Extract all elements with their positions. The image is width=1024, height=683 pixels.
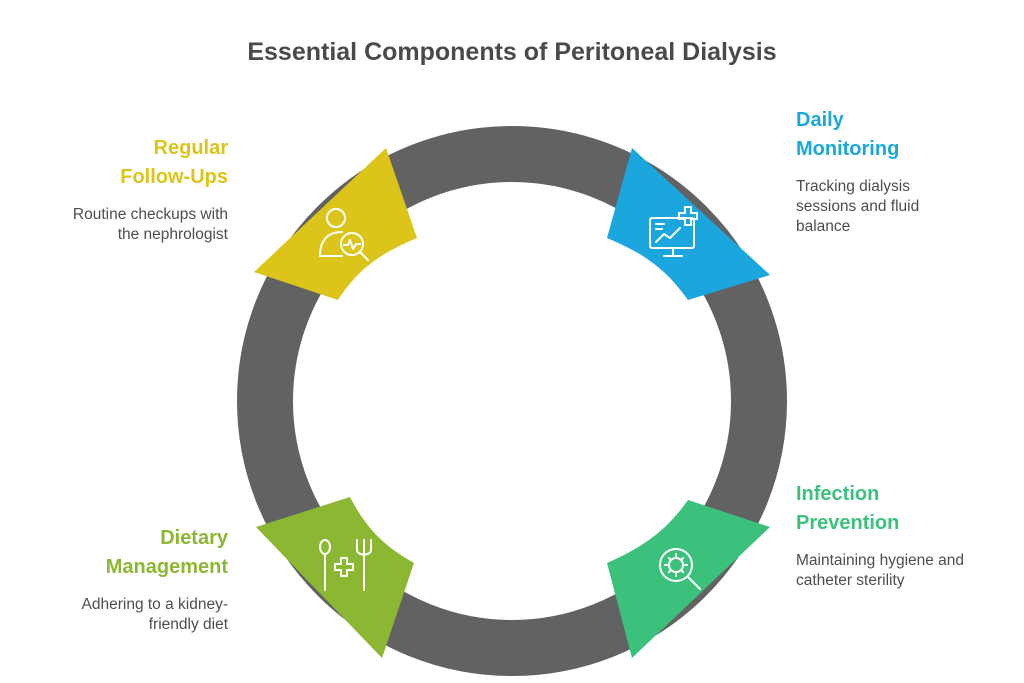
virus-magnifier-icon — [659, 548, 701, 590]
monitoring-block: Daily Monitoring Tracking dialysis sessi… — [796, 106, 996, 237]
segment-monitoring — [607, 148, 770, 300]
followups-block: Regular Follow-Ups Routine checkups with… — [40, 134, 228, 245]
segment-followups — [254, 148, 417, 300]
infection-block: Infection Prevention Maintaining hygiene… — [796, 480, 1006, 591]
dietary-description: Adhering to a kidney-friendly diet — [81, 596, 228, 633]
dietary-block: Dietary Management Adhering to a kidney-… — [40, 524, 228, 635]
utensils-plus-icon — [319, 539, 372, 591]
monitor-chart-plus-icon — [649, 206, 698, 257]
segment-infection — [607, 500, 770, 658]
followups-heading: Regular Follow-Ups — [120, 137, 228, 188]
segment-dietary — [256, 497, 414, 658]
dietary-heading: Dietary Management — [105, 527, 228, 578]
cycle-ring — [237, 126, 787, 676]
followups-description: Routine checkups with the nephrologist — [72, 206, 228, 243]
diagram-title: Essential Components of Peritoneal Dialy… — [247, 38, 777, 66]
patient-checkup-icon — [319, 208, 369, 261]
infection-heading: Infection Prevention — [796, 483, 900, 534]
monitoring-heading: Daily Monitoring — [796, 109, 900, 160]
monitoring-description: Tracking dialysis sessions and fluid bal… — [796, 178, 920, 235]
infection-description: Maintaining hygiene and catheter sterili… — [796, 552, 965, 589]
